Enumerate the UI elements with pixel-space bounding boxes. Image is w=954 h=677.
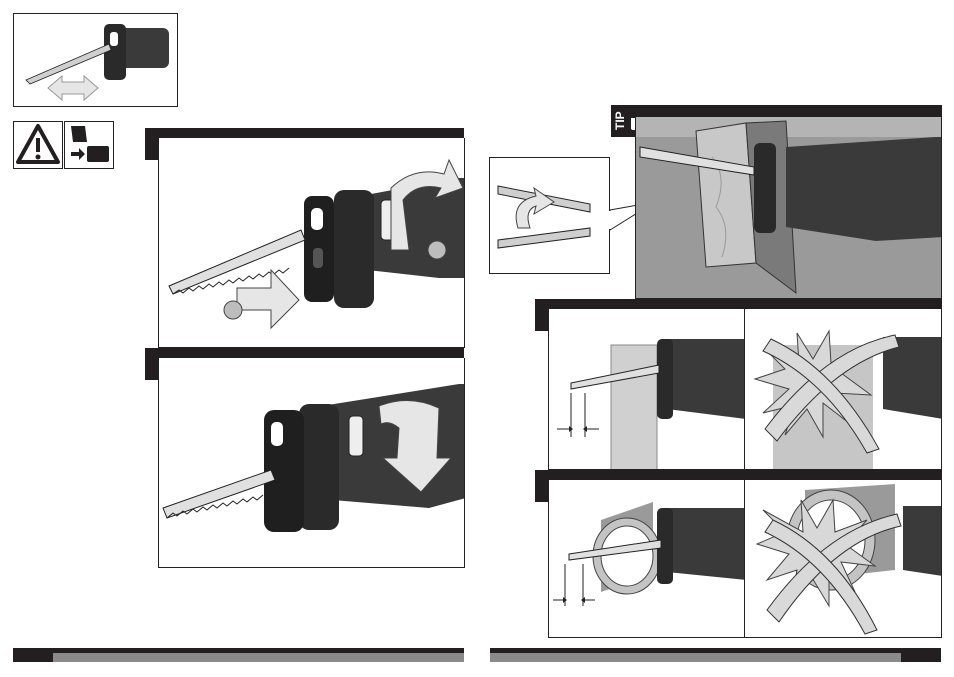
figure-insert-blade (158, 138, 465, 348)
figure-blade-orientation (489, 157, 610, 274)
step-2-header-bar (145, 348, 464, 358)
figure-tube-correct (548, 480, 745, 638)
footer-left-stripe (53, 653, 464, 662)
step-3-header-bar (535, 299, 942, 309)
remove-battery-icon (64, 121, 114, 169)
figure-plank-correct (548, 309, 745, 470)
figure-plank-incorrect (744, 309, 942, 470)
figure-tube-incorrect (744, 480, 942, 638)
step-1-header-bar (145, 128, 464, 138)
footer-right-stripe (490, 653, 901, 662)
footer-left (13, 648, 464, 662)
warning-triangle-icon (13, 121, 63, 169)
footer-right (490, 648, 941, 662)
step-4-header-bar (535, 470, 942, 480)
tip-header-bar (611, 105, 942, 117)
figure-lock-blade (158, 358, 465, 568)
tip-label: TIP (613, 112, 627, 130)
figure-blade-motion (13, 13, 178, 107)
figure-cut-against-wood (635, 117, 942, 299)
